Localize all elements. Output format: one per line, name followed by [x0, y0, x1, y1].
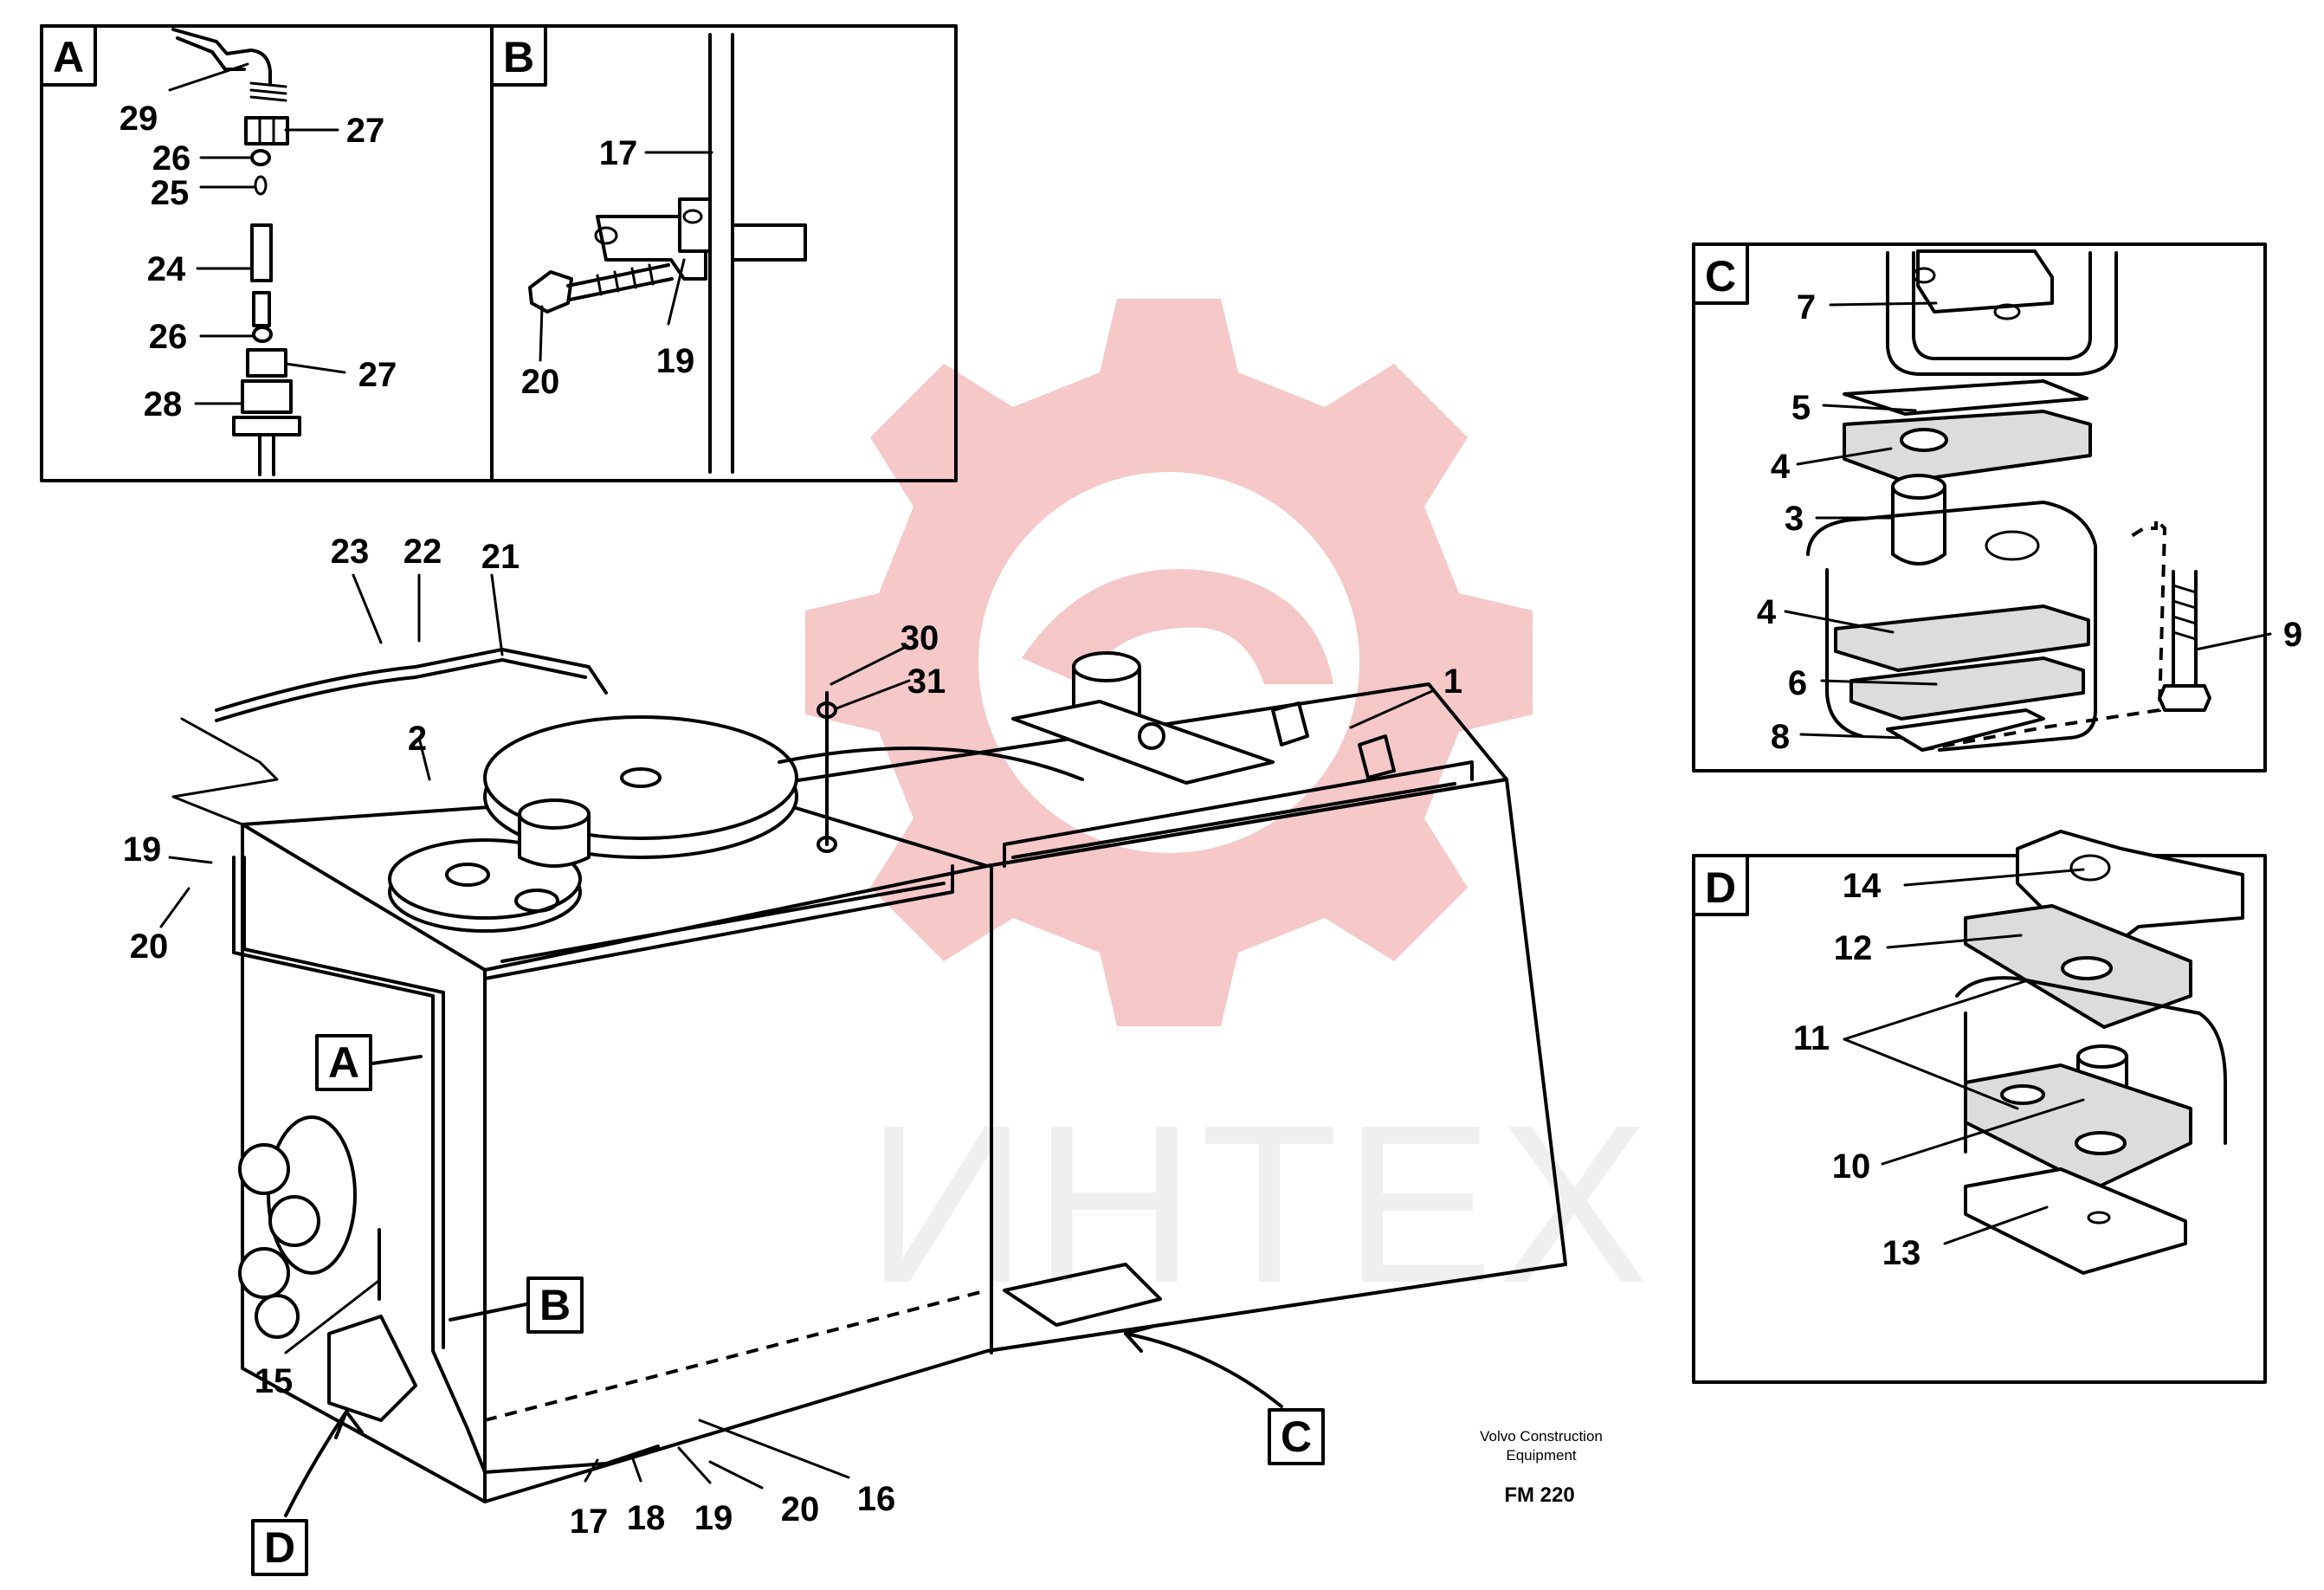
detail-panel-a: A 29 27 26 25 2	[40, 24, 494, 482]
label-a-28: 28	[144, 385, 183, 423]
label-21: 21	[481, 538, 520, 576]
label-d-13: 13	[1882, 1234, 1921, 1272]
label-20-bottom: 20	[781, 1490, 820, 1529]
label-19-bottom: 19	[694, 1499, 733, 1537]
watermark-logo: ИНТЕХ	[805, 299, 1654, 1330]
panel-a-tag: A	[53, 33, 84, 81]
footer: Volvo Construction Equipment FM 220	[1480, 1428, 1603, 1507]
label-18: 18	[627, 1499, 666, 1537]
panel-d-tag: D	[1705, 863, 1736, 912]
label-a-26: 26	[152, 139, 191, 178]
label-c-3: 3	[1785, 500, 1804, 538]
label-30: 30	[901, 619, 939, 657]
label-c-4: 4	[1771, 448, 1791, 486]
label-d-12: 12	[1834, 929, 1873, 967]
label-15: 15	[255, 1362, 294, 1400]
detail-panel-b: B 17 20 19	[490, 24, 958, 482]
callout-b: B	[539, 1281, 571, 1329]
label-16: 16	[857, 1480, 896, 1518]
label-c-9: 9	[2283, 616, 2302, 654]
label-a-29: 29	[119, 100, 158, 138]
label-c-4-lower: 4	[1757, 593, 1777, 631]
label-2: 2	[408, 720, 427, 758]
label-17-bottom: 17	[570, 1503, 609, 1541]
detail-panel-c: C	[1692, 242, 2302, 772]
label-b-20: 20	[521, 363, 560, 401]
label-c-7: 7	[1797, 288, 1816, 326]
label-22: 22	[403, 533, 442, 571]
detail-panel-d: D 14 12 11 10 13	[1692, 830, 2267, 1384]
tank-assembly: A B C D 23 22 21 30 31 1 2 19	[123, 533, 1567, 1576]
panel-c-tag: C	[1705, 252, 1736, 301]
label-a-25: 25	[151, 174, 190, 212]
label-c-5: 5	[1791, 389, 1811, 427]
label-d-10: 10	[1832, 1147, 1871, 1186]
footer-line-2: Equipment	[1506, 1447, 1577, 1464]
watermark-text: ИНТЕХ	[866, 1079, 1654, 1330]
footer-code: FM 220	[1504, 1483, 1574, 1507]
label-b-17: 17	[599, 134, 638, 172]
callout-c: C	[1281, 1412, 1312, 1461]
watermark-swirl	[1022, 569, 1333, 684]
label-c-6: 6	[1788, 664, 1807, 702]
footer-line-1: Volvo Construction	[1480, 1428, 1603, 1445]
callout-d: D	[264, 1523, 295, 1572]
label-23: 23	[331, 533, 370, 571]
label-20-left: 20	[130, 928, 169, 966]
label-a-26-lower: 26	[149, 318, 188, 356]
label-c-8: 8	[1771, 718, 1790, 756]
label-a-27: 27	[346, 112, 385, 150]
label-1: 1	[1443, 662, 1462, 701]
callout-a: A	[328, 1038, 359, 1087]
label-a-27-lower: 27	[358, 356, 397, 394]
label-b-19: 19	[656, 342, 695, 380]
panel-b-tag: B	[503, 33, 534, 81]
watermark-gear-icon	[805, 299, 1533, 1026]
label-a-24: 24	[147, 250, 186, 288]
label-d-14: 14	[1843, 867, 1882, 905]
label-31: 31	[907, 662, 946, 701]
label-d-11: 11	[1793, 1019, 1830, 1057]
label-19-left: 19	[123, 831, 162, 869]
